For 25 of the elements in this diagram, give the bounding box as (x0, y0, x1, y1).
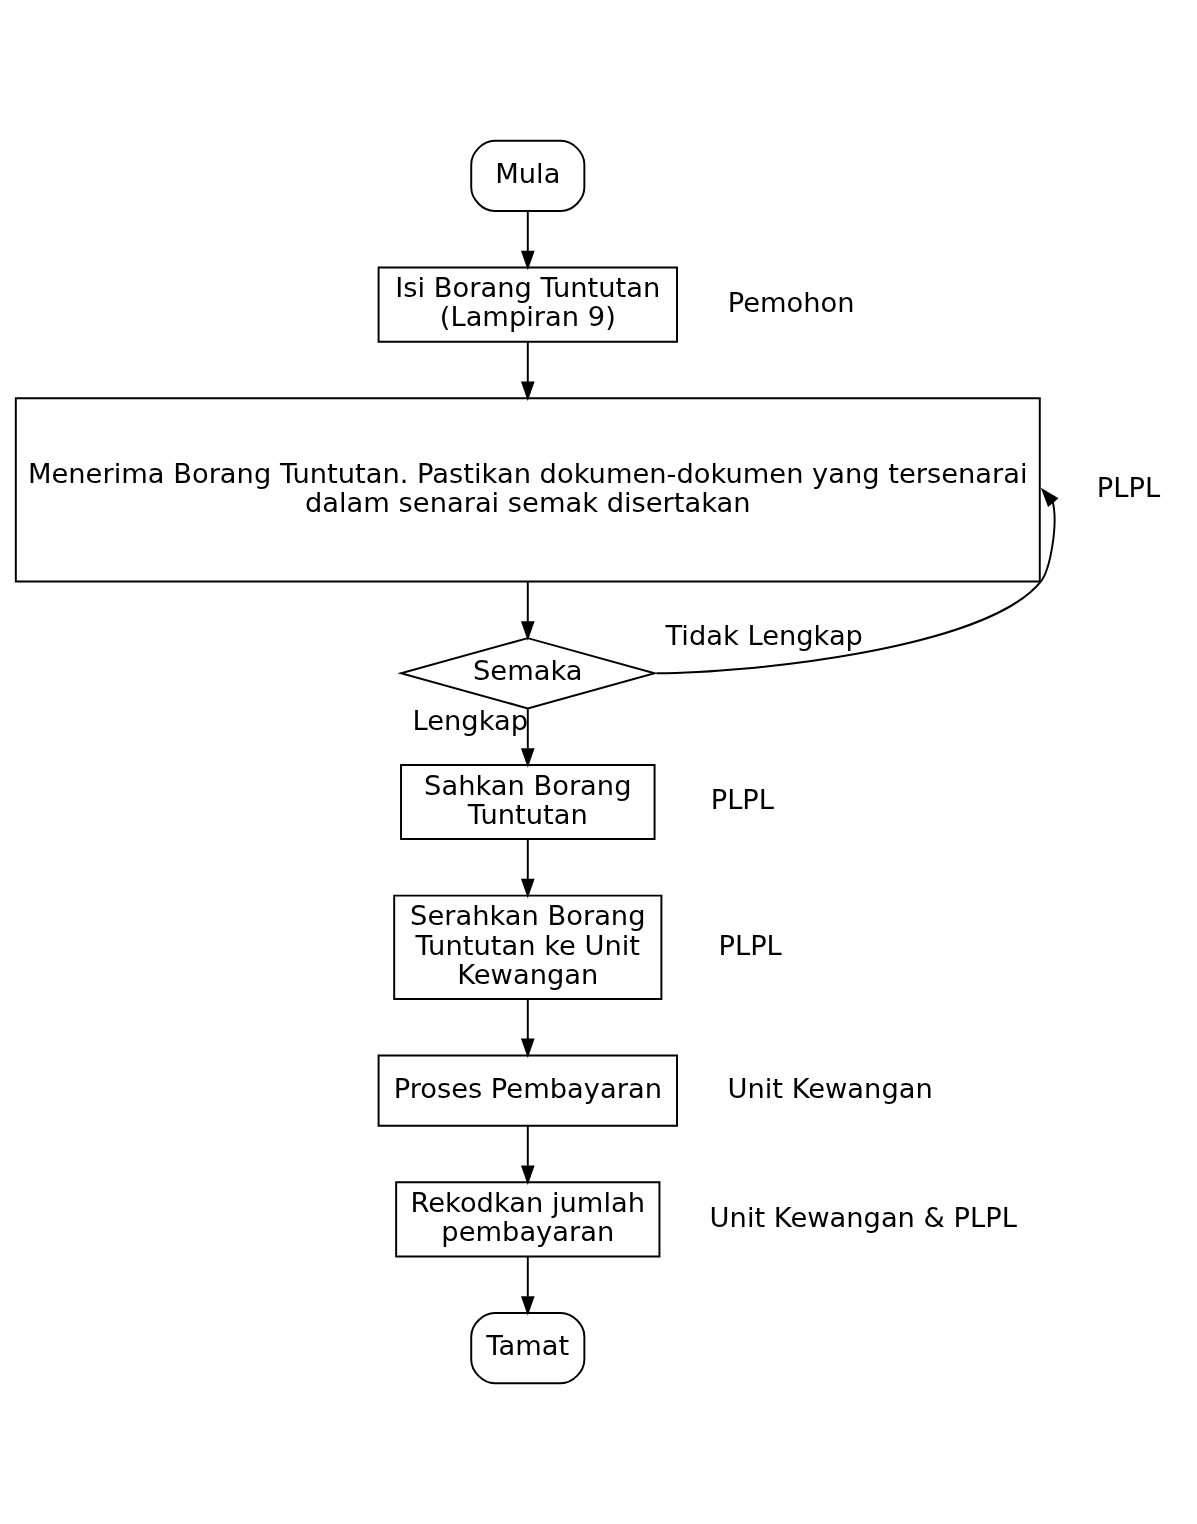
node-box: Proses Pembayaran (377, 1054, 678, 1127)
arrow (655, 487, 1059, 675)
node-diamond: Semaka (397, 637, 659, 710)
node-box: Mula (470, 139, 586, 212)
node-label: PLPL (710, 784, 775, 816)
node-box: Rekodkan jumlah pembayaran (395, 1181, 661, 1258)
node-label: Unit Kewangan & PLPL (709, 1201, 1017, 1233)
arrow (520, 998, 535, 1058)
arrow (520, 707, 535, 768)
node-box: Sahkan Borang Tuntutan (400, 763, 656, 840)
arrow (520, 1125, 535, 1186)
node-label: Unit Kewangan (727, 1072, 933, 1104)
arrow (520, 341, 535, 402)
arrow (520, 1255, 535, 1316)
node-label: Pemohon (727, 286, 855, 318)
node-box: Serahkan Borang Tuntutan ke Unit Kewangan (393, 894, 663, 1000)
arrow (520, 838, 535, 899)
arrow (520, 210, 535, 271)
edge-label: Tidak Lengkap (665, 620, 863, 652)
node-label: PLPL (1096, 472, 1161, 504)
node-box: Menerima Borang Tuntutan. Pastikan dokumen-dokumen yang tersenarai dalam senarai semak disertakan (14, 397, 1041, 583)
node-box: Tamat (470, 1312, 586, 1385)
node-box: Isi Borang Tuntutan (Lampiran 9) (377, 266, 678, 343)
arrow (520, 581, 535, 641)
node-label: PLPL (718, 929, 782, 961)
